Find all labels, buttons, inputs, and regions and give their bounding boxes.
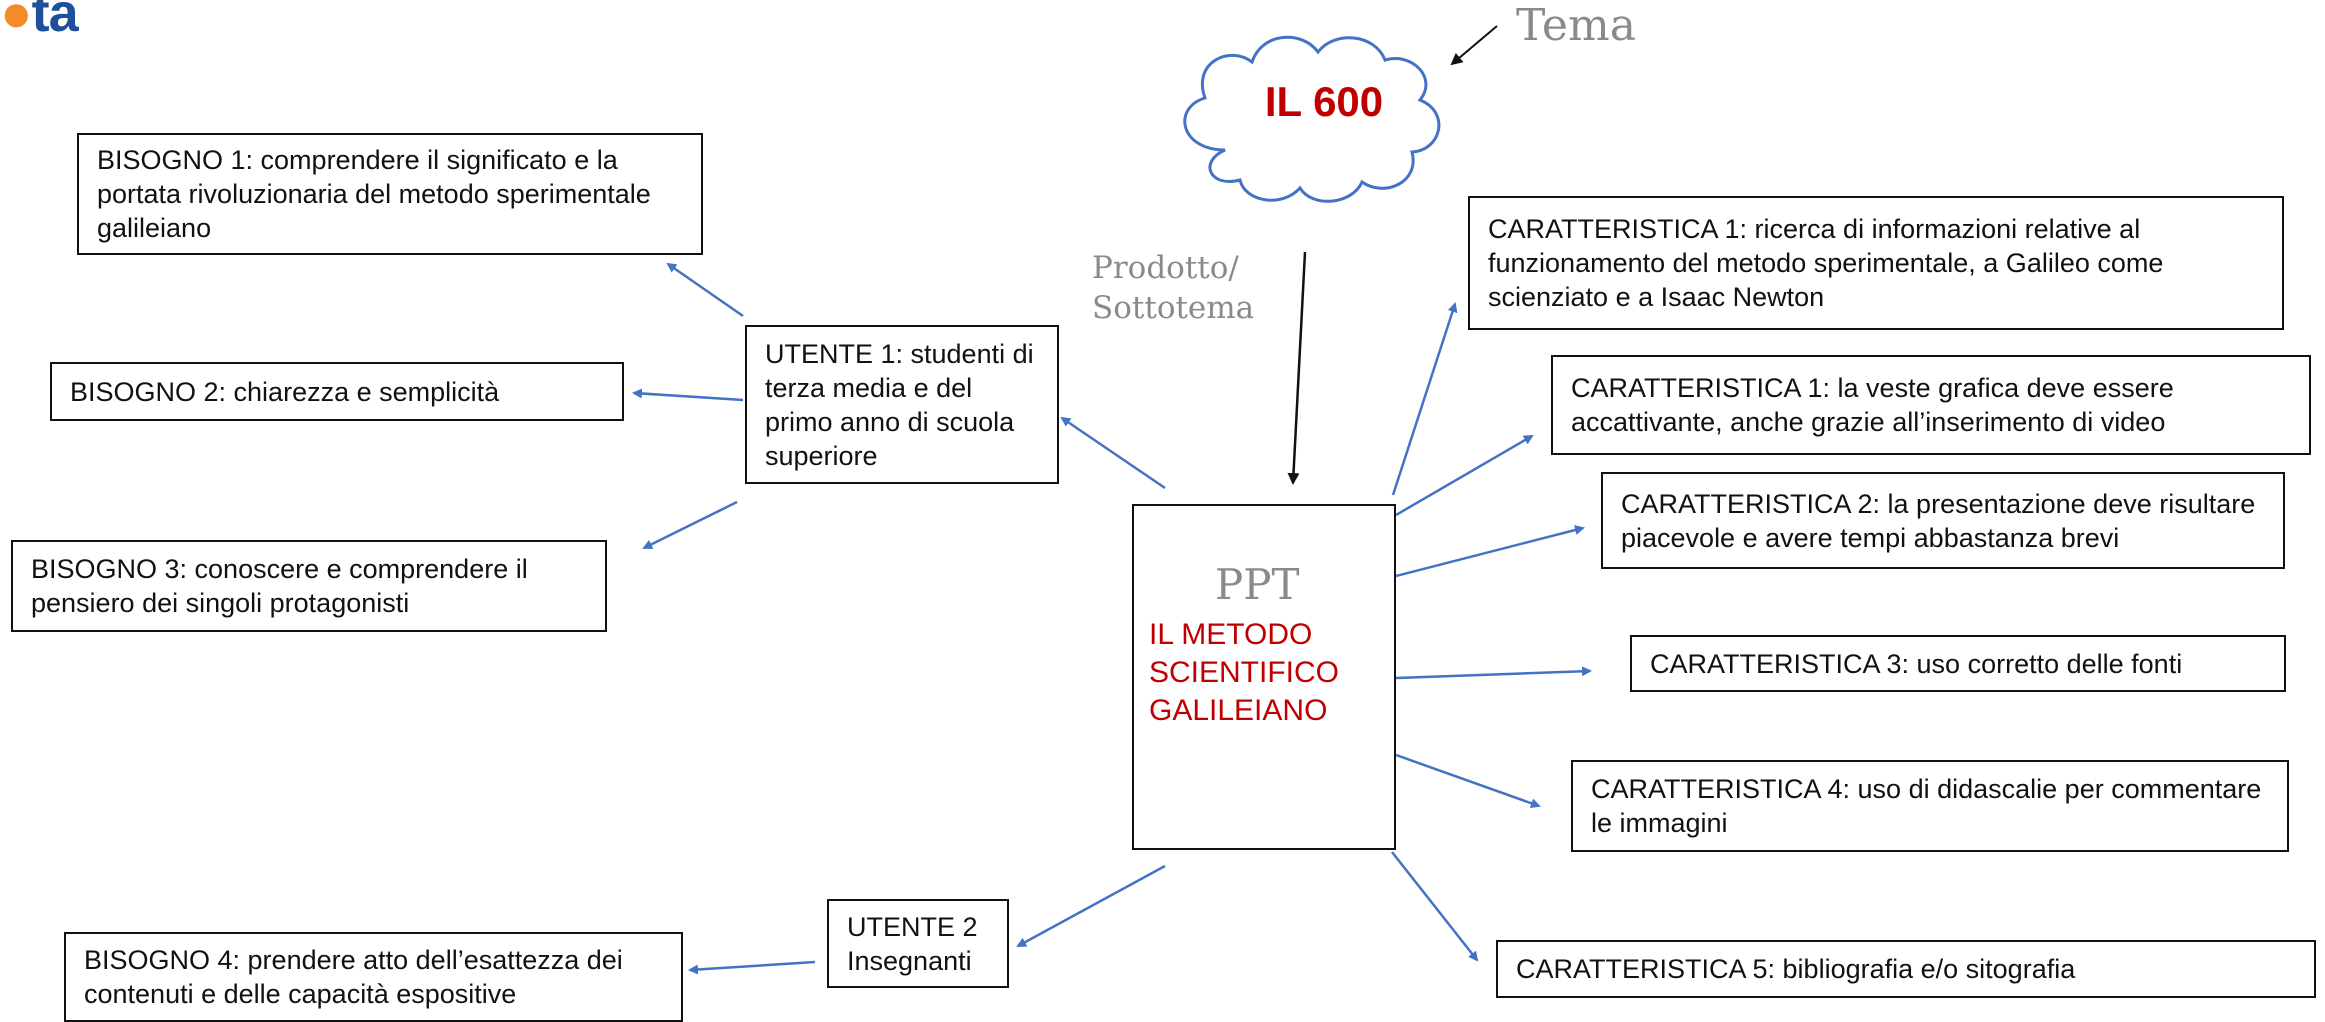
need-2-text: BISOGNO 2: chiarezza e semplicità <box>70 376 500 407</box>
arrow-user2-need4 <box>688 960 816 975</box>
arrow-user1-need2 <box>632 388 744 402</box>
need-3-box: BISOGNO 3: conoscere e comprendere il pe… <box>11 540 607 632</box>
arrow-center-user2 <box>1016 864 1166 948</box>
product-tag: PPT <box>1215 560 1300 609</box>
feature-5-text: CARATTERISTICA 5: bibliografia e/o sitog… <box>1516 954 2076 984</box>
need-4-box: BISOGNO 4: prendere atto dell’esattezza … <box>64 932 683 1022</box>
theme-pointer-arrow <box>1450 25 1498 66</box>
product-title: IL METODO SCIENTIFICO GALILEIANO <box>1149 618 1340 727</box>
product-label: Prodotto/ Sottotema <box>1092 248 1254 328</box>
theme-to-product-arrow <box>1287 251 1307 485</box>
product-box <box>1132 504 1396 850</box>
need-1-box: BISOGNO 1: comprendere il significato e … <box>77 133 703 255</box>
feature-3-text: CARATTERISTICA 3: uso corretto delle fon… <box>1650 648 2183 679</box>
user-1-box: UTENTE 1: studenti di terza media e del … <box>745 325 1059 484</box>
arrow-user1-need3 <box>642 500 738 550</box>
product-label-line2: Sottotema <box>1092 290 1255 326</box>
arrow-center-c4 <box>1395 753 1541 809</box>
arrow-center-c1a <box>1391 302 1458 496</box>
user-2-text: UTENTE 2 Insegnanti <box>847 911 978 976</box>
feature-3-box: CARATTERISTICA 3: uso corretto delle fon… <box>1630 635 2286 692</box>
product-label-line1: Prodotto/ <box>1092 250 1239 286</box>
logo-dot: ● <box>0 0 33 43</box>
arrow-center-c2 <box>1395 525 1585 578</box>
arrow-center-user1 <box>1060 416 1166 490</box>
feature-1a-text: CARATTERISTICA 1: ricerca di informazion… <box>1488 214 2164 312</box>
feature-2-box: CARATTERISTICA 2: la presentazione deve … <box>1601 472 2285 569</box>
feature-5-box: CARATTERISTICA 5: bibliografia e/o sitog… <box>1496 940 2316 998</box>
feature-2-text: CARATTERISTICA 2: la presentazione deve … <box>1621 488 2256 553</box>
feature-4-box: CARATTERISTICA 4: uso di didascalie per … <box>1571 760 2289 852</box>
need-4-text: BISOGNO 4: prendere atto dell’esattezza … <box>84 945 623 1009</box>
theme-cloud-text: IL 600 <box>1264 78 1384 125</box>
need-3-text: BISOGNO 3: conoscere e comprendere il pe… <box>31 554 528 618</box>
user-1-text: UTENTE 1: studenti di terza media e del … <box>765 338 1034 471</box>
feature-1b-text: CARATTERISTICA 1: la veste grafica deve … <box>1571 373 2174 437</box>
feature-4-text: CARATTERISTICA 4: uso di didascalie per … <box>1591 774 2262 838</box>
user-2-box: UTENTE 2 Insegnanti <box>827 899 1009 988</box>
theme-cloud <box>1183 35 1441 203</box>
arrow-center-c1b <box>1395 434 1534 517</box>
theme-label: Tema <box>1516 0 1636 51</box>
arrow-center-c3 <box>1395 666 1592 680</box>
brand-logo: ●ta <box>0 0 79 44</box>
need-2-box: BISOGNO 2: chiarezza e semplicità <box>50 362 624 421</box>
arrow-center-c5 <box>1391 851 1479 962</box>
need-1-text: BISOGNO 1: comprendere il significato e … <box>97 145 651 243</box>
feature-1b-box: CARATTERISTICA 1: la veste grafica deve … <box>1551 355 2311 455</box>
arrow-user1-need1 <box>666 262 744 318</box>
feature-1a-box: CARATTERISTICA 1: ricerca di informazion… <box>1468 196 2284 330</box>
